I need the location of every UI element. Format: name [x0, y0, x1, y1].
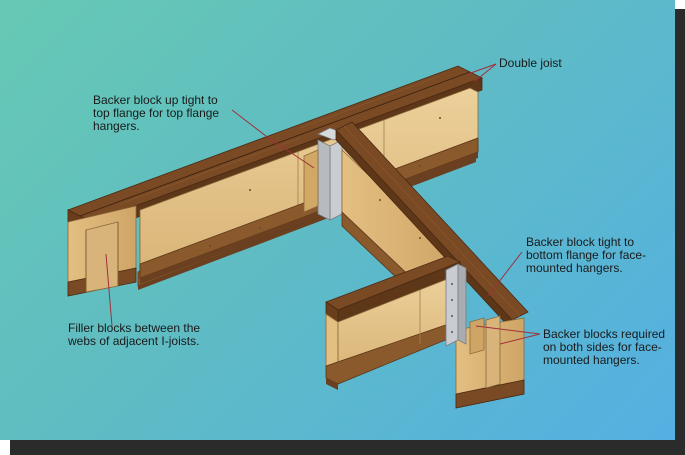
label-backer-top-flange: Backer block up tight to top flange for … [93, 93, 220, 133]
ijoist-illustration [66, 63, 541, 409]
leader-filler [105, 253, 113, 327]
label-backer-bottom-flange: Backer block tight to bottom flange for … [526, 235, 647, 275]
leader-backer-bottom [487, 251, 523, 297]
label-backer-both-sides: Backer blocks required on both sides for… [543, 327, 666, 367]
leader-lines [105, 63, 541, 345]
leader-backer-both-b [499, 333, 541, 345]
face-mounted-hanger [445, 263, 467, 347]
header-beam [325, 255, 461, 390]
leader-backer-top-2 [265, 135, 315, 169]
diagram-panel: Double joist Backer block up tight to to… [0, 0, 675, 440]
label-double-joist: Double joist [499, 56, 562, 70]
leader-double-joist-b [473, 63, 497, 83]
leader-double-joist-a [467, 63, 497, 75]
top-flange-hanger [303, 127, 347, 221]
leader-backer-both-a [475, 325, 541, 335]
leader-backer-top [231, 109, 267, 137]
label-filler-blocks: Filler blocks between the webs of adjace… [68, 321, 201, 348]
